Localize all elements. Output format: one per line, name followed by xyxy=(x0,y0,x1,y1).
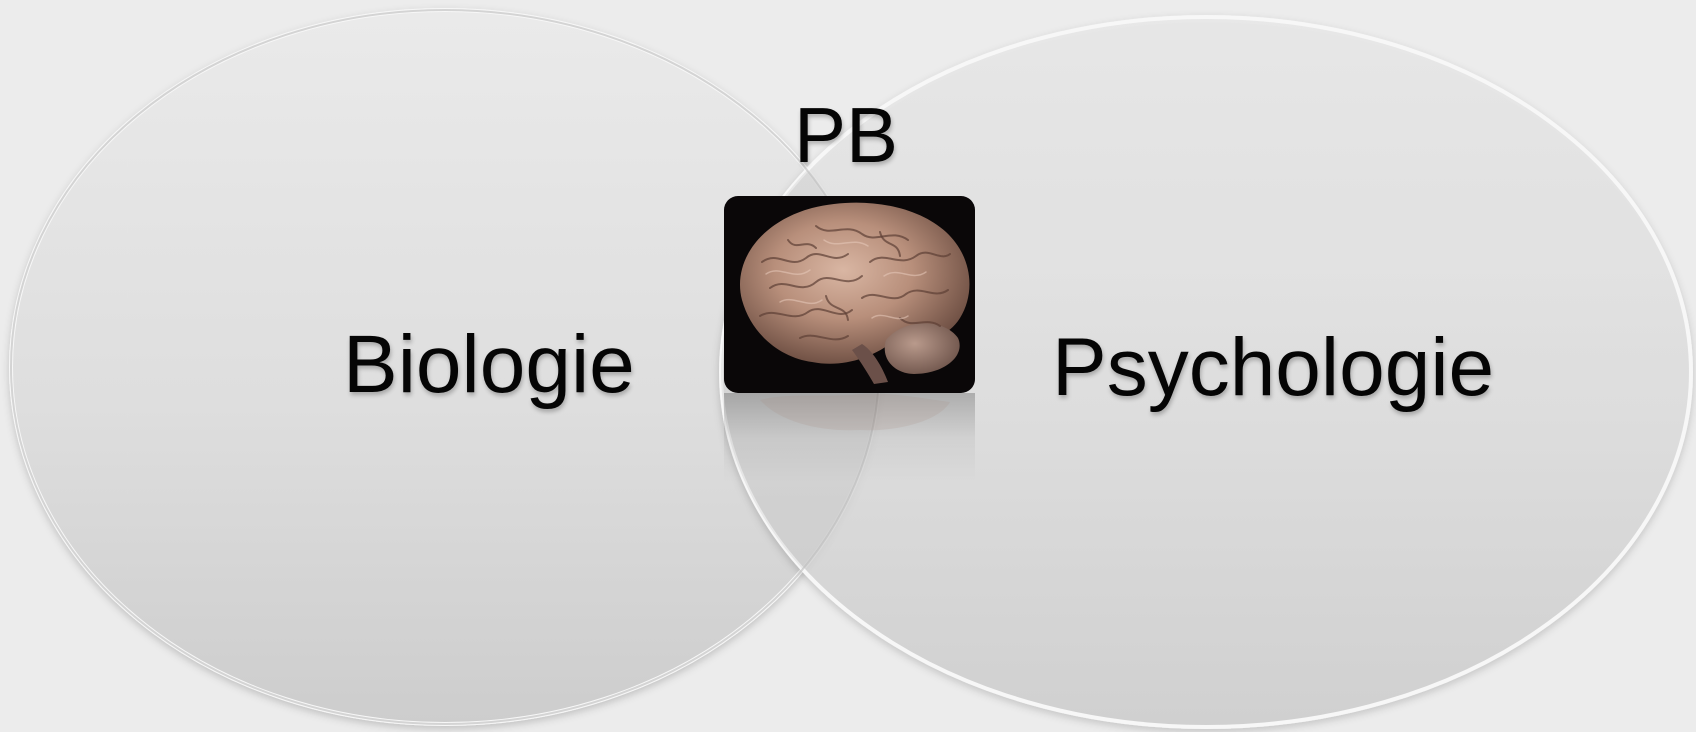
psychologie-circle xyxy=(719,15,1693,729)
psychologie-label: Psychologie xyxy=(1052,322,1495,413)
brain-image xyxy=(724,196,975,393)
biologie-label: Biologie xyxy=(343,319,635,410)
intersection-label: PB xyxy=(794,91,899,179)
brain-reflection xyxy=(724,393,975,483)
